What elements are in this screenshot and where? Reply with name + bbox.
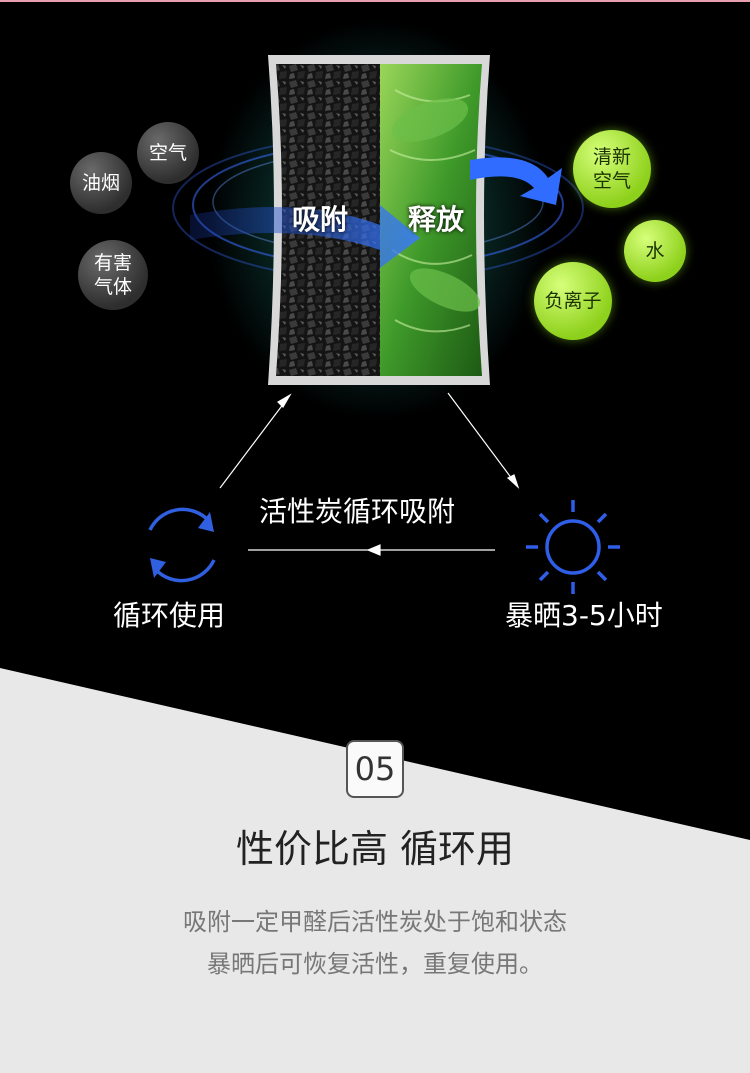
feature-description-line-2: 暴晒后可恢复活性，重复使用。 (207, 950, 543, 978)
feature-title: 性价比高 循环用 (235, 827, 515, 871)
pollutant-air-bubble: 空气 (137, 122, 199, 184)
product-fresh-air-bubble: 清新 空气 (573, 130, 651, 208)
feature-number-badge: 05 (346, 740, 404, 798)
feature-description-line-1: 吸附一定甲醛后活性炭处于饱和状态 (183, 908, 567, 936)
product-water-bubble: 水 (624, 220, 686, 282)
reuse-label: 循环使用 (113, 599, 226, 632)
recycle-icon (148, 507, 216, 583)
pollutant-harmful-gas-bubble: 有害 气体 (78, 240, 148, 310)
product-anion-bubble: 负离子 (534, 262, 612, 340)
adsorb-label: 吸附 (292, 203, 349, 236)
cycle-center-label: 活性炭循环吸附 (259, 495, 456, 528)
sun-icon (526, 500, 620, 594)
sun-exposure-label: 暴晒3-5小时 (505, 599, 663, 632)
release-label: 释放 (408, 203, 465, 236)
pollutant-fume-bubble: 油烟 (70, 152, 132, 214)
